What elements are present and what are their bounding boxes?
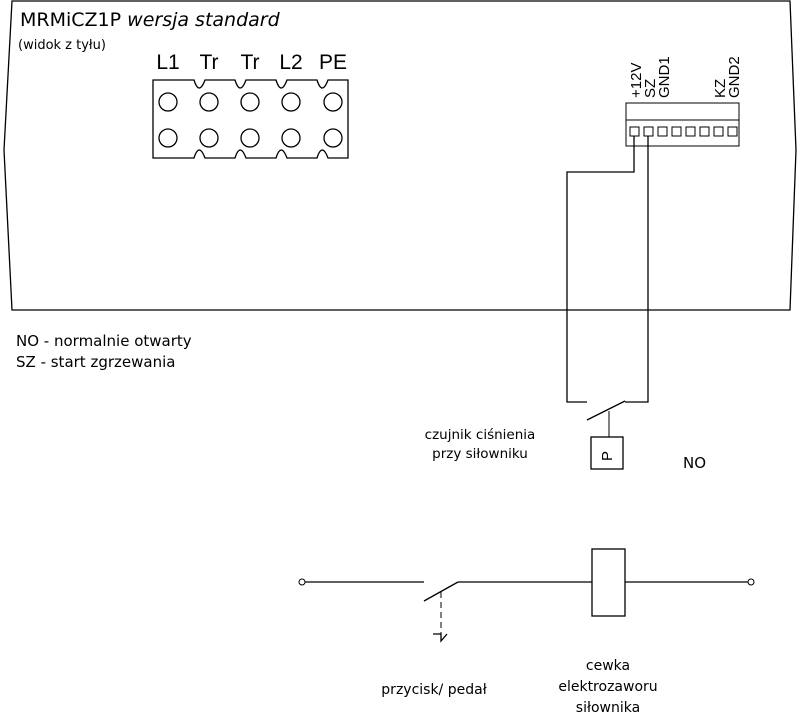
power-terminal-label-l2: L2 <box>279 51 302 74</box>
wire-sz <box>625 136 649 403</box>
coil-circuit <box>298 548 755 643</box>
terminal-screw <box>158 92 178 112</box>
signal-pin <box>685 126 696 137</box>
signal-pin <box>671 126 682 137</box>
switch-blade <box>423 581 459 602</box>
terminal-screw <box>158 128 178 148</box>
pressure-sensor: P <box>586 400 626 470</box>
terminal-screw <box>199 92 219 112</box>
signal-pin <box>629 126 640 137</box>
terminal-screw <box>323 128 343 148</box>
legend-sz: SZ - start zgrzewania <box>16 353 175 371</box>
signal-pin <box>713 126 724 137</box>
signal-pin-label-gnd2: GND2 <box>726 56 743 98</box>
device-housing <box>3 0 797 311</box>
sensor-p-box <box>590 436 624 470</box>
power-terminal-label-pe: PE <box>319 51 347 74</box>
terminal-screw <box>323 92 343 112</box>
device-title-variant: wersja standard <box>127 9 280 31</box>
signal-pin <box>727 126 738 137</box>
coil-symbol <box>591 548 626 617</box>
signal-pin <box>699 126 710 137</box>
terminal-screw <box>240 128 260 148</box>
circuit-terminal-right <box>747 578 755 586</box>
terminal-screw <box>240 92 260 112</box>
legend-no: NO - normalnie otwarty <box>16 332 192 350</box>
device-subtitle: (widok z tyłu) <box>18 38 106 53</box>
power-terminal-label-tr1: Tr <box>199 51 218 74</box>
coil-label-line3: siłownika <box>576 700 640 716</box>
power-terminal-label-tr2: Tr <box>240 51 259 74</box>
power-terminal-block <box>152 79 349 159</box>
sensor-contact-blade <box>586 400 626 421</box>
signal-pin <box>643 126 654 137</box>
power-terminal-label-l1: L1 <box>156 51 179 74</box>
coil-label-line1: cewka <box>586 658 630 674</box>
circuit-terminal-left <box>298 578 306 586</box>
terminal-screw <box>199 128 219 148</box>
signal-pin-label-12v: +12V <box>628 63 645 98</box>
signal-pin-label-kz: KZ <box>712 79 729 98</box>
wire-12v <box>566 136 635 403</box>
device-title: MRMiCZ1P wersja standard <box>20 9 281 31</box>
signal-pin-label-gnd1: GND1 <box>656 56 673 98</box>
signal-pin-label-sz: SZ <box>642 79 659 98</box>
terminal-screw <box>281 92 301 112</box>
coil-label-line2: elektrozaworu <box>558 679 657 695</box>
signal-pin <box>657 126 668 137</box>
device-title-main: MRMiCZ1P <box>20 9 121 31</box>
switch-label: przycisk/ pedał <box>381 682 486 698</box>
terminal-screw <box>281 128 301 148</box>
sensor-label-line2: przy siłowniku <box>432 446 528 462</box>
sensor-contact-type: NO <box>683 454 706 472</box>
sensor-symbol: P <box>599 451 616 461</box>
signal-connector <box>625 102 740 147</box>
switch-pedal-symbol <box>433 633 448 643</box>
sensor-label-line1: czujnik ciśnienia <box>425 427 536 443</box>
